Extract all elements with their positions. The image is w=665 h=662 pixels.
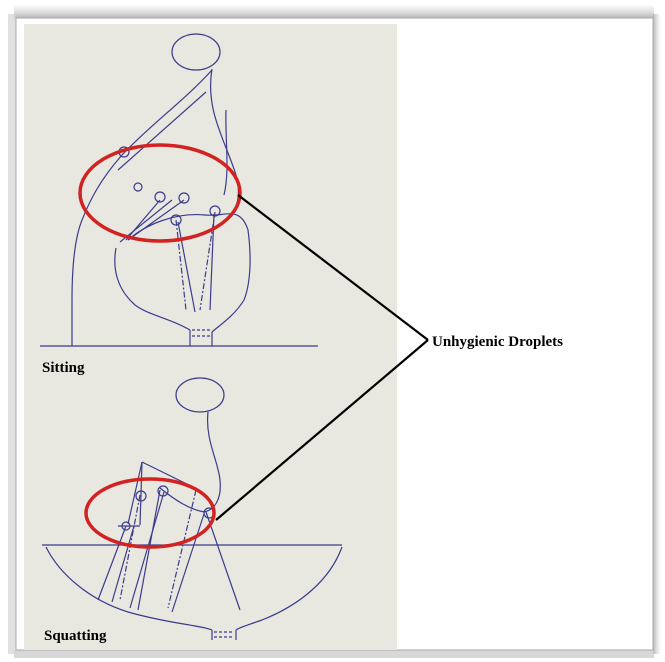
sitting-label: Sitting bbox=[42, 360, 85, 376]
highlight-ring-sitting bbox=[78, 143, 242, 243]
frame-shadow bbox=[8, 4, 661, 658]
callout-lines bbox=[215, 194, 429, 521]
illustration-panel bbox=[24, 24, 397, 650]
squatting-label: Squatting bbox=[44, 628, 107, 644]
callout-label: Unhygienic Droplets bbox=[432, 334, 563, 350]
highlight-ring-squatting bbox=[84, 477, 216, 549]
squatting-figure bbox=[42, 377, 343, 640]
